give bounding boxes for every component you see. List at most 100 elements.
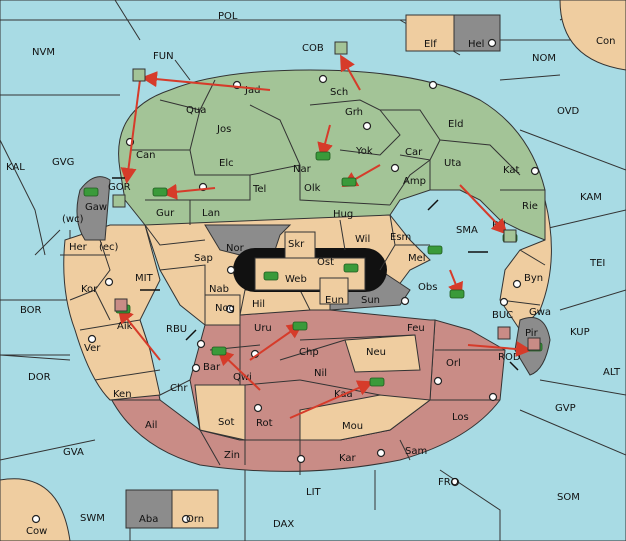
passage-arrows: [112, 177, 519, 371]
svg-text:Qwi: Qwi: [233, 372, 252, 383]
svg-text:Chp: Chp: [299, 347, 319, 358]
label-gva: GVA: [63, 447, 84, 458]
label-fun: FUN: [153, 51, 174, 62]
label-swm: SWM: [80, 513, 105, 524]
label-cow: Cow: [26, 526, 47, 537]
neutral-labels: Elf Lan Hug Esm Wil Her (ec) (wc) Sap No…: [62, 39, 551, 525]
svg-text:Aba: Aba: [139, 514, 158, 525]
label-sma: SMA: [456, 225, 478, 236]
label-lit: LIT: [306, 487, 322, 498]
label-tei: TEI: [589, 258, 605, 269]
svg-text:Ver: Ver: [84, 343, 101, 354]
svg-text:Zin: Zin: [224, 450, 240, 461]
label-ovd: OVD: [557, 106, 580, 117]
svg-text:Sot: Sot: [218, 417, 234, 428]
svg-text:Orn: Orn: [186, 514, 204, 525]
svg-text:Hel: Hel: [468, 39, 484, 50]
supply-centers: [31, 38, 540, 524]
svg-text:Amp: Amp: [403, 176, 426, 187]
unit-army: [211, 346, 227, 356]
region-aba[interactable]: [125, 489, 173, 529]
svg-text:Gur: Gur: [156, 208, 175, 219]
label-alt: ALT: [603, 367, 621, 378]
svg-text:Mou: Mou: [342, 421, 363, 432]
svg-text:Hil: Hil: [252, 299, 265, 310]
fleets[interactable]: [112, 41, 541, 351]
fleet-marker: [114, 298, 128, 312]
unit-army: [263, 271, 279, 281]
svg-text:Uta: Uta: [444, 158, 461, 169]
label-gvp: GVP: [555, 403, 576, 414]
svg-text:Car: Car: [405, 147, 423, 158]
green-labels: Jad Sch Qua Grh Jos Eld Can Nar Yok Car …: [85, 85, 538, 231]
svg-text:Ken: Ken: [113, 389, 132, 400]
region-west-ring[interactable]: [63, 224, 161, 401]
svg-text:Ail: Ail: [145, 420, 157, 431]
svg-text:Nab: Nab: [209, 284, 229, 295]
region-east-ring[interactable]: [499, 199, 552, 331]
svg-text:Nil: Nil: [314, 368, 327, 379]
fleet-marker: [503, 229, 517, 243]
sea-labels: POL NVM FUN COB NOM Con OVD KAL GVG KAM …: [6, 11, 621, 537]
svg-text:Web: Web: [285, 274, 307, 285]
unit-army: [343, 263, 359, 273]
unit-army: [83, 187, 99, 197]
label-dor: DOR: [28, 372, 51, 383]
svg-text:Qua: Qua: [186, 105, 206, 116]
label-bor: BOR: [20, 305, 42, 316]
region-con[interactable]: [559, 0, 626, 71]
svg-text:Rot: Rot: [256, 418, 273, 429]
fleet-marker: [497, 326, 511, 340]
label-kal: KAL: [6, 162, 25, 173]
svg-text:Eun: Eun: [325, 295, 344, 306]
unit-army: [152, 187, 168, 197]
label-rbu: RBU: [166, 324, 187, 335]
label-con: Con: [596, 36, 615, 47]
svg-text:Skr: Skr: [288, 239, 305, 250]
label-rod: ROD: [498, 352, 521, 363]
svg-text:Rie: Rie: [522, 201, 538, 212]
label-dax: DAX: [273, 519, 294, 530]
label-mit: MIT: [135, 273, 154, 284]
region-neu[interactable]: [344, 334, 421, 373]
svg-text:Her: Her: [69, 242, 88, 253]
order-arrows: [117, 54, 532, 419]
unit-army: [341, 177, 357, 187]
label-nom: NOM: [532, 53, 556, 64]
svg-text:Mel: Mel: [408, 253, 426, 264]
svg-text:Lan: Lan: [202, 208, 220, 219]
svg-text:Ost: Ost: [317, 257, 334, 268]
label-nvm: NVM: [32, 47, 55, 58]
fleet-marker: [527, 337, 541, 351]
label-cob: COB: [302, 43, 324, 54]
svg-text:Gaw: Gaw: [85, 202, 107, 213]
label-fro: FRO: [438, 477, 459, 488]
svg-text:Aik: Aik: [117, 321, 133, 332]
svg-text:Obs: Obs: [418, 282, 437, 293]
dark-labels: Hel Aba: [139, 39, 484, 525]
fleet-marker: [112, 194, 126, 208]
svg-text:Esm: Esm: [390, 232, 411, 243]
svg-text:Kat: Kat: [503, 165, 520, 176]
label-som: SOM: [557, 492, 580, 503]
region-orn[interactable]: [171, 489, 219, 529]
region-elf[interactable]: [405, 14, 455, 52]
fleet-marker: [132, 68, 146, 82]
label-buc: BUC: [492, 310, 513, 321]
svg-text:Grh: Grh: [345, 107, 363, 118]
svg-text:Sch: Sch: [330, 87, 348, 98]
region-hil[interactable]: [239, 289, 311, 316]
region-skr[interactable]: [284, 231, 316, 259]
svg-text:Gwa: Gwa: [529, 307, 551, 318]
svg-text:Uru: Uru: [254, 323, 272, 334]
fleet-marker: [334, 41, 348, 55]
region-eun[interactable]: [319, 277, 349, 305]
svg-text:Sun: Sun: [361, 295, 380, 306]
svg-text:Nor: Nor: [226, 243, 245, 254]
svg-text:Orl: Orl: [446, 358, 461, 369]
label-pol: POL: [218, 11, 238, 22]
svg-text:Pir: Pir: [525, 328, 539, 339]
svg-text:Yok: Yok: [355, 146, 373, 157]
label-kup: KUP: [570, 327, 590, 338]
